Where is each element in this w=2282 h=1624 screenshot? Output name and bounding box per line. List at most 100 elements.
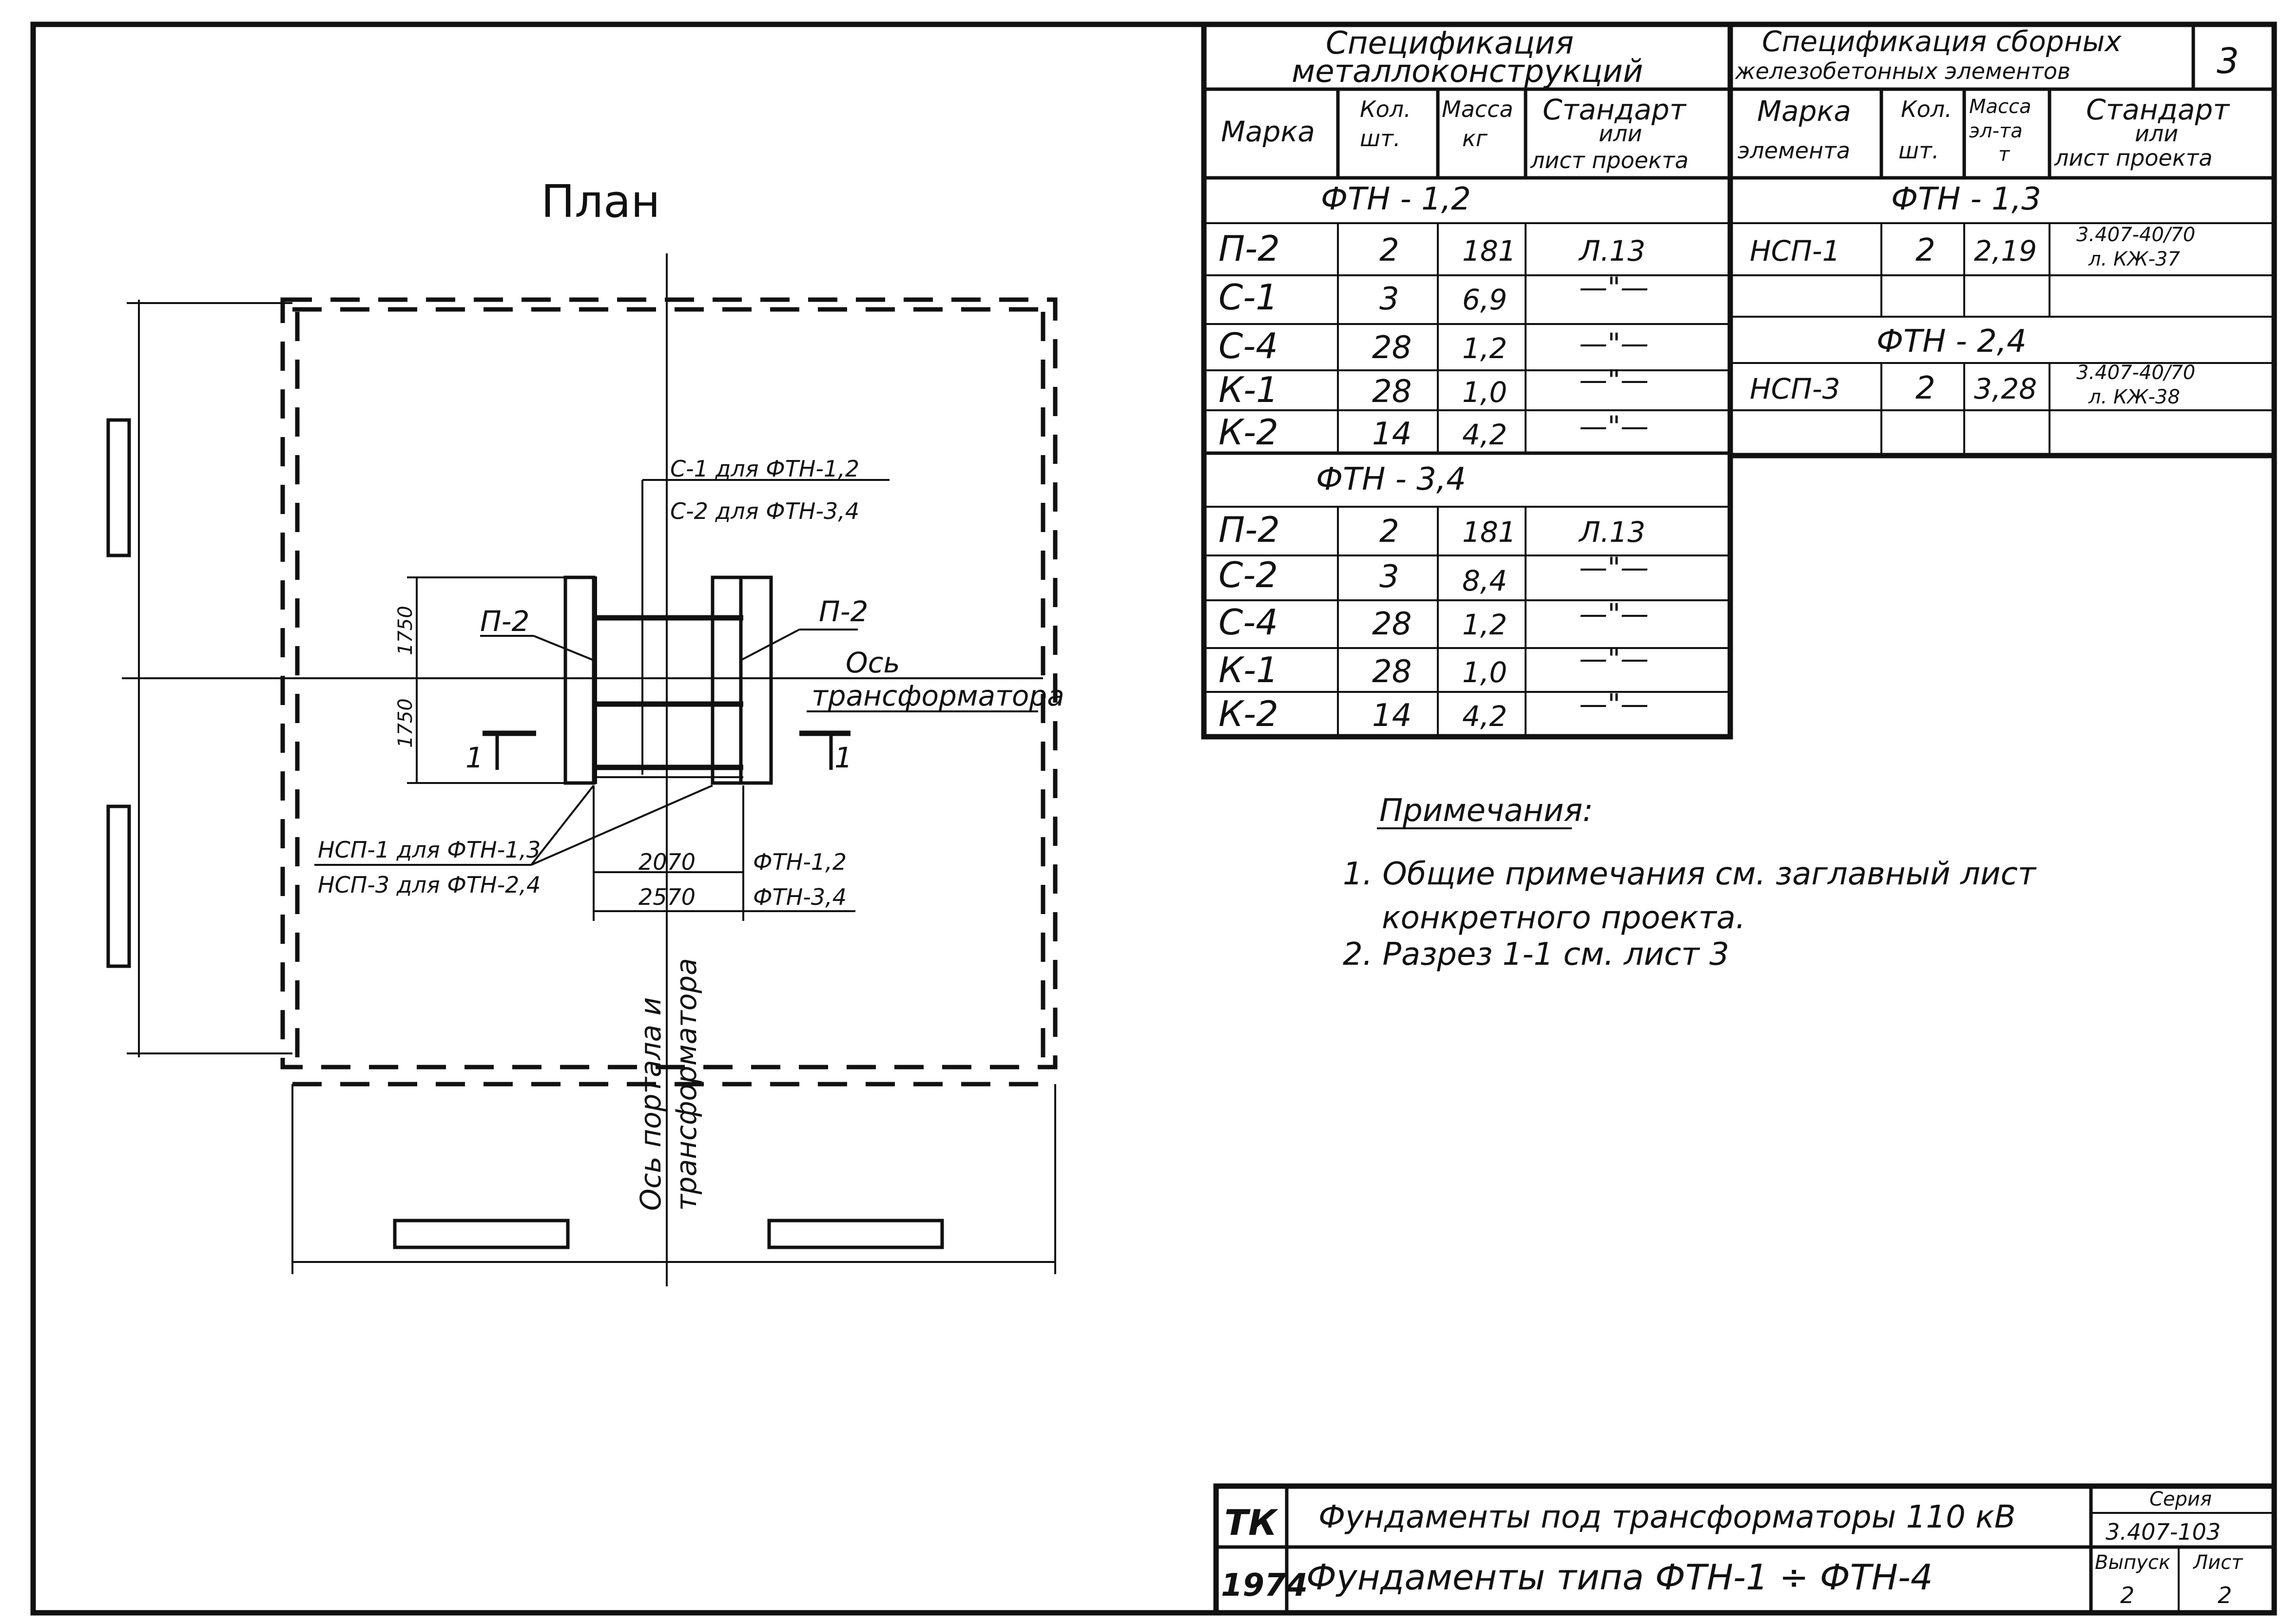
notes: Примечания: 1. Общие примечания см. загл… — [1343, 793, 2037, 973]
row-qty: 28 — [1372, 374, 1412, 410]
spec-concrete-hdr-std-2: или — [2135, 120, 2178, 147]
notes-line-3: 2. Разрез 1-1 см. лист 3 — [1343, 936, 1729, 973]
spec-metal-hdr-mark: Марка — [1221, 115, 1315, 148]
spec-metal-group-2: ФТН - 3,4 — [1316, 461, 1466, 497]
spec-metal-hdr-qty-1: Кол. — [1360, 96, 1411, 122]
row-qty: 2 — [1379, 232, 1399, 268]
row-mark: С-4 — [1218, 325, 1278, 366]
spec-metal-hdr-mass-1: Масса — [1442, 96, 1513, 122]
row-mass: 3,28 — [1974, 372, 2037, 405]
row-std: —"— — [1579, 688, 1649, 721]
series-label: Серия — [2149, 1488, 2212, 1510]
row-qty: 3 — [1379, 559, 1399, 595]
row-std: —"— — [1579, 327, 1649, 360]
rail-bottom-left — [393, 1219, 570, 1249]
row-std-2: л. КЖ-37 — [2088, 248, 2180, 270]
row-mass: 1,2 — [1462, 332, 1507, 365]
spec-concrete-hdr-mark-2: элемента — [1738, 137, 1850, 164]
spec-metal-hdr-std-2: или — [1599, 120, 1642, 147]
spec-concrete-title-2: железобетонных элементов — [1735, 58, 2070, 84]
row-mark: П-2 — [1218, 509, 1280, 550]
row-mass: 2,19 — [1974, 234, 2037, 267]
row-mark: НСП-1 — [1750, 234, 1840, 267]
row-mark: К-1 — [1218, 369, 1278, 410]
row-std: —"— — [1579, 363, 1649, 397]
spec-concrete-title-1: Спецификация сборных — [1762, 25, 2122, 58]
title-line-1: Фундаменты под трансформаторы 110 кВ — [1318, 1499, 2016, 1535]
spec-metal-row: С-1 3 6,9 —"— — [1218, 271, 1649, 318]
spec-concrete-hdr-mass-1: Масса — [1969, 96, 2031, 118]
leader-nsp-a — [530, 784, 595, 866]
spec-concrete-hdr-std-3: лист проекта — [2054, 145, 2213, 171]
row-mass: 8,4 — [1462, 564, 1507, 597]
row-mark: С-2 — [1218, 554, 1278, 595]
row-std: —"— — [1579, 271, 1649, 304]
row-std: —"— — [1579, 551, 1649, 584]
row-std: —"— — [1579, 597, 1649, 630]
leader-p2-right-diag — [740, 629, 800, 661]
callout-c2: С-2 для ФТН-3,4 — [670, 498, 859, 524]
issue-label: Выпуск — [2095, 1551, 2170, 1574]
spec-metal-row: П-2 2 181 Л.13 — [1218, 228, 1645, 269]
dim-1750-lower: 1750 — [394, 698, 417, 748]
dim-2570: 2570 — [638, 884, 696, 910]
axis-portal-label-2: трансформатора — [670, 958, 703, 1211]
spec-metal-row: К-2 14 4,2 —"— — [1218, 410, 1649, 453]
row-mark: К-2 — [1218, 693, 1278, 734]
row-qty: 28 — [1372, 330, 1412, 366]
spec-concrete-group-2: ФТН - 2,4 — [1876, 324, 2027, 360]
row-mark: К-2 — [1218, 412, 1278, 453]
row-qty: 28 — [1372, 654, 1412, 690]
row-qty: 2 — [1915, 370, 1935, 406]
row-mark: П-2 — [1218, 228, 1280, 269]
dim-1750-upper: 1750 — [394, 606, 417, 655]
year: 1974 — [1221, 1567, 1308, 1604]
spec-metal-row: К-1 28 1,0 —"— — [1218, 363, 1649, 410]
section-right-label: 1 — [834, 741, 852, 774]
spec-metal-group-1: ФТН - 1,2 — [1321, 181, 1471, 217]
plate-p2-right — [711, 575, 743, 785]
spec-metal-title-1: Спецификация — [1326, 25, 1574, 61]
title-block-frame — [1213, 1483, 2277, 1616]
spec-metal-row: С-4 28 1,2 —"— — [1218, 325, 1649, 366]
notes-title: Примечания: — [1379, 793, 1593, 829]
spec-concrete-hdr-qty-1: Кол. — [1901, 96, 1952, 122]
series-value: 3.407-103 — [2106, 1519, 2221, 1545]
row-mass: 1,0 — [1462, 376, 1507, 409]
spec-metal-table: Спецификация металлоконструкций Марка Ко… — [1201, 21, 1733, 740]
plate-p2-right-outer — [739, 575, 773, 785]
label-p2-right: П-2 — [819, 595, 868, 628]
dim-ftn34: ФТН-3,4 — [753, 884, 847, 910]
callout-c1: С-1 для ФТН-1,2 — [670, 456, 859, 482]
row-qty: 28 — [1372, 606, 1412, 642]
row-mark: С-1 — [1218, 277, 1278, 318]
label-p2-left: П-2 — [480, 605, 529, 638]
callout-nsp1: НСП-1 для ФТН-1,3 — [318, 837, 541, 863]
row-mass: 4,2 — [1462, 418, 1507, 451]
leader-p2-left-diag — [533, 635, 594, 661]
spec-concrete-row: НСП-1 2 2,19 3.407-40/70 л. КЖ-37 — [1750, 224, 2195, 270]
row-mark: С-4 — [1218, 602, 1278, 643]
issue-value: 2 — [2120, 1582, 2134, 1608]
spec-concrete-frame — [1727, 21, 2277, 459]
spec-metal-hdr-std-3: лист проекта — [1530, 147, 1689, 173]
rail-bottom-right — [767, 1219, 944, 1249]
plate-p2-left-outer — [563, 575, 596, 785]
dim-ftn12: ФТН-1,2 — [753, 849, 847, 875]
row-mark: НСП-3 — [1750, 372, 1840, 405]
row-mass: 4,2 — [1462, 700, 1507, 733]
row-mass: 181 — [1462, 234, 1516, 267]
row-std: Л.13 — [1578, 234, 1645, 267]
notes-line-1: 1. Общие примечания см. заглавный лист — [1343, 856, 2037, 892]
title-block: ТК 1974 Фундаменты под трансформаторы 11… — [1213, 1483, 2277, 1616]
row-mass: 1,2 — [1462, 608, 1507, 641]
row-qty: 14 — [1372, 416, 1412, 452]
leader-nsp-b — [531, 784, 713, 866]
spec-metal-hdr-mass-2: кг — [1462, 125, 1488, 152]
rail-left-upper — [106, 418, 131, 557]
sheet-label: Лист — [2192, 1551, 2243, 1574]
title-line-2: Фундаменты типа ФТН-1 ÷ ФТН-4 — [1306, 1557, 1933, 1598]
row-std: —"— — [1579, 642, 1649, 675]
spec-metal-row: К-1 28 1,0 —"— — [1218, 642, 1649, 690]
rail-left-lower — [106, 804, 131, 968]
